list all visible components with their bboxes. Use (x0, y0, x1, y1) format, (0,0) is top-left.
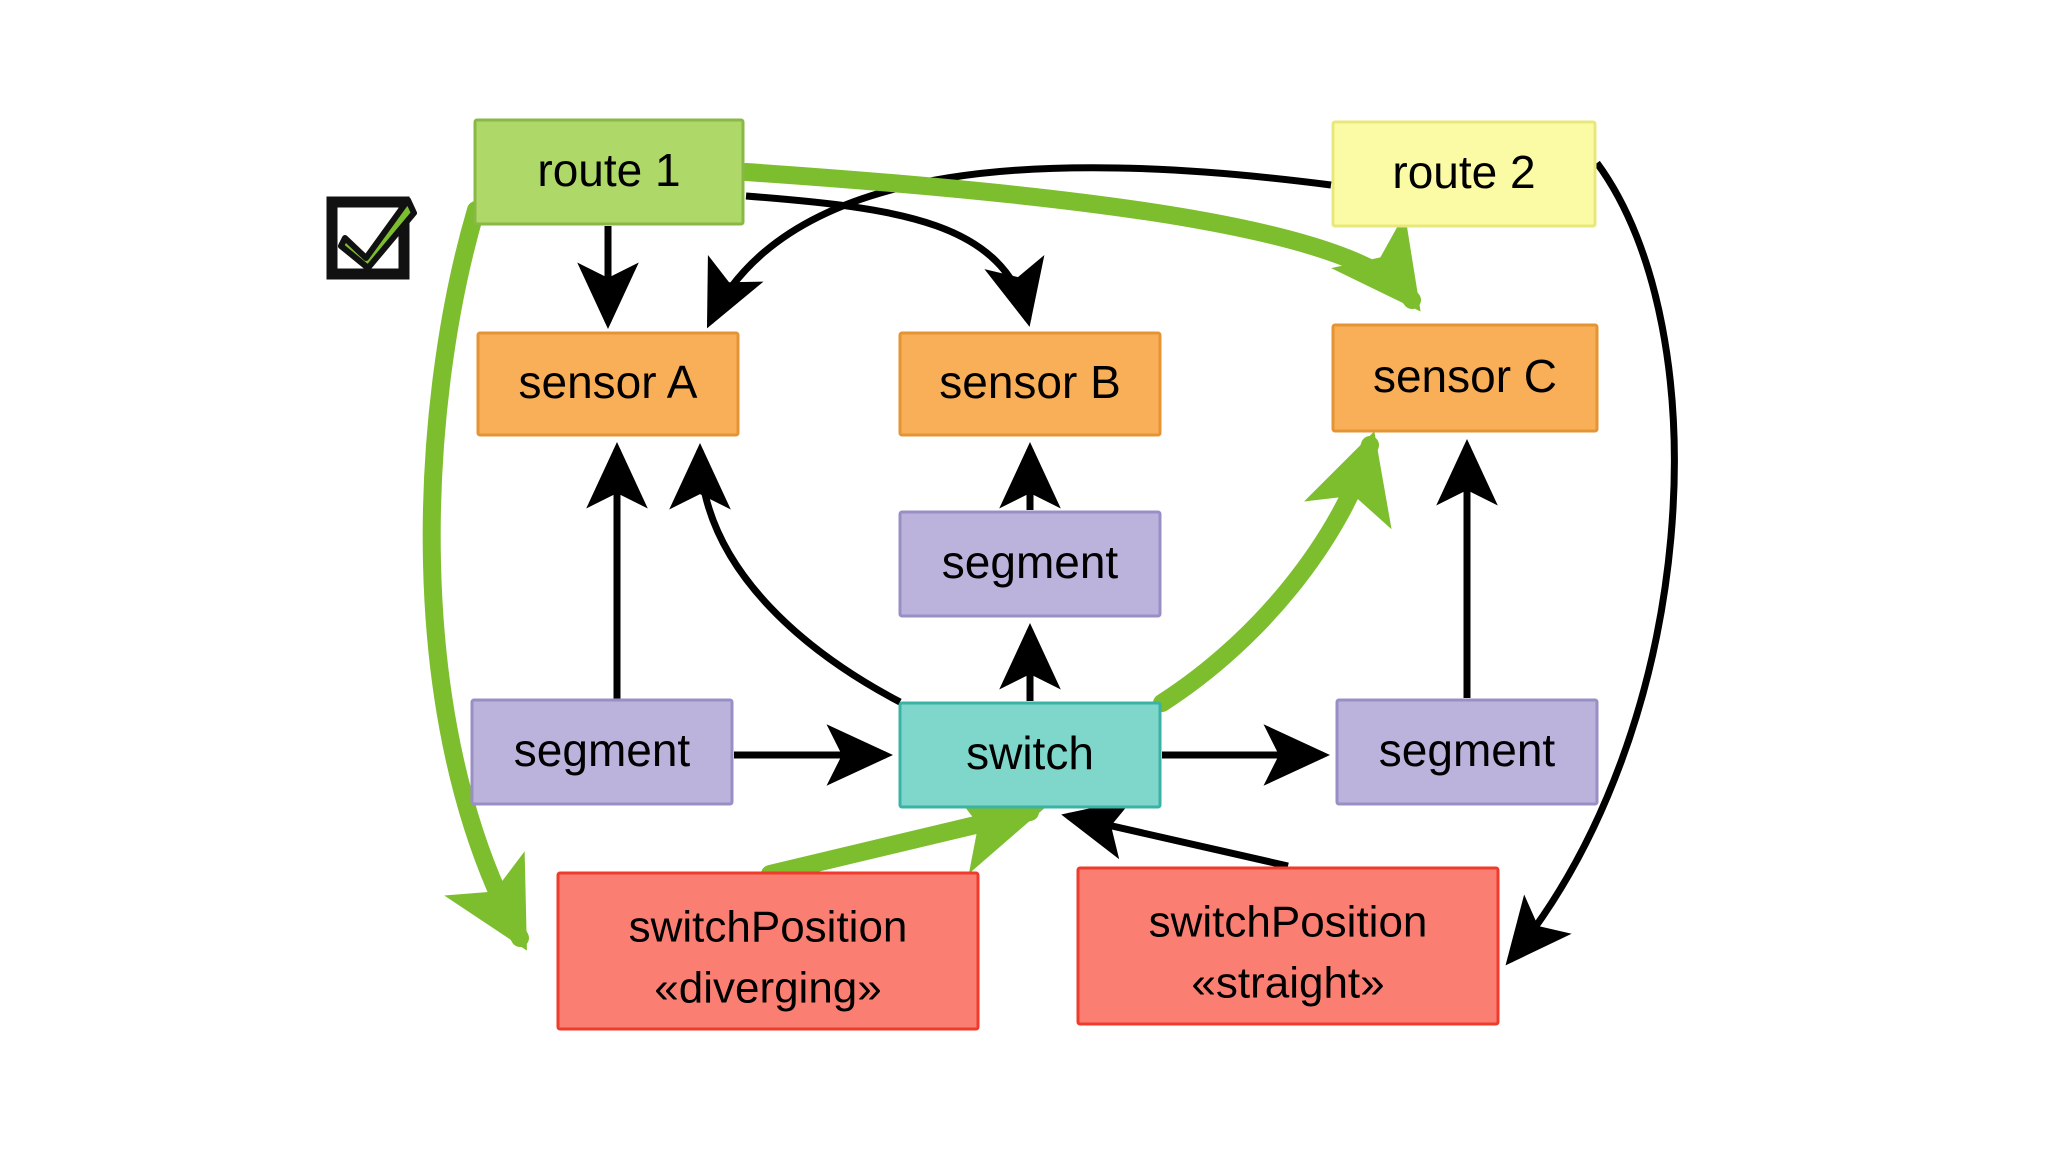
node-segment-middle-label: segment (942, 536, 1119, 588)
edge-layer-green-highlight (422, 163, 1421, 951)
node-switchposition-straight-box[interactable] (1076, 866, 1500, 1026)
node-sensor-a[interactable]: sensor A (476, 331, 740, 437)
edge-route2-posStraight (1505, 160, 1678, 966)
edge-switch-sensorC-highlight (1153, 431, 1392, 712)
node-segment-right-label: segment (1379, 724, 1556, 776)
checkmark-glyph (338, 197, 417, 271)
node-route-1-box[interactable] (473, 118, 745, 226)
edge-layer-black (577, 160, 1678, 966)
edge-switch-sensorA (669, 443, 902, 706)
node-sensor-c-box[interactable] (1331, 323, 1599, 433)
node-switchposition-diverging-stereotype: «diverging» (654, 964, 882, 1013)
node-segment-middle-box[interactable] (898, 510, 1162, 618)
node-segment-middle[interactable]: segment (898, 510, 1162, 618)
node-layer: route 1 route 2 sensor A sensor B sensor… (470, 118, 1599, 1031)
node-sensor-c[interactable]: sensor C (1331, 323, 1599, 433)
node-segment-left-box[interactable] (470, 698, 734, 806)
node-sensor-b-label: sensor B (939, 356, 1121, 408)
node-switchposition-straight[interactable]: switchPosition «straight» (1076, 866, 1500, 1026)
node-segment-right-box[interactable] (1335, 698, 1599, 806)
node-route-1[interactable]: route 1 (473, 118, 745, 226)
node-switch[interactable]: switch (898, 701, 1162, 809)
node-segment-left[interactable]: segment (470, 698, 734, 806)
node-switchposition-straight-stereotype: «straight» (1191, 959, 1384, 1008)
node-segment-left-label: segment (514, 724, 691, 776)
node-sensor-a-label: sensor A (519, 356, 698, 408)
node-segment-right[interactable]: segment (1335, 698, 1599, 806)
edge-route1-sensorC-highlight (737, 163, 1421, 312)
node-sensor-b[interactable]: sensor B (898, 331, 1162, 437)
node-route-2-label: route 2 (1392, 146, 1535, 198)
node-switchposition-diverging-box[interactable] (556, 871, 980, 1031)
node-switch-label: switch (966, 727, 1094, 779)
edge-posDiverging-switch-highlight (761, 784, 1045, 883)
checked-checkbox-icon (326, 196, 417, 280)
edge-route1-sensorB (745, 192, 1045, 327)
node-switch-box[interactable] (898, 701, 1162, 809)
node-switchposition-diverging[interactable]: switchPosition «diverging» (556, 871, 980, 1031)
node-sensor-c-label: sensor C (1373, 350, 1557, 402)
node-switchposition-straight-label: switchPosition (1149, 898, 1428, 947)
node-sensor-a-box[interactable] (476, 331, 740, 437)
node-switchposition-diverging-label: switchPosition (629, 903, 908, 952)
edge-route1-posDiverging-highlight (422, 201, 529, 951)
node-sensor-b-box[interactable] (898, 331, 1162, 437)
node-route-1-label: route 1 (537, 144, 680, 196)
edge-route2-sensorA (706, 164, 1332, 329)
edge-posStraight-switch (1061, 799, 1289, 870)
node-route-2[interactable]: route 2 (1331, 120, 1597, 228)
node-route-2-box[interactable] (1331, 120, 1597, 228)
